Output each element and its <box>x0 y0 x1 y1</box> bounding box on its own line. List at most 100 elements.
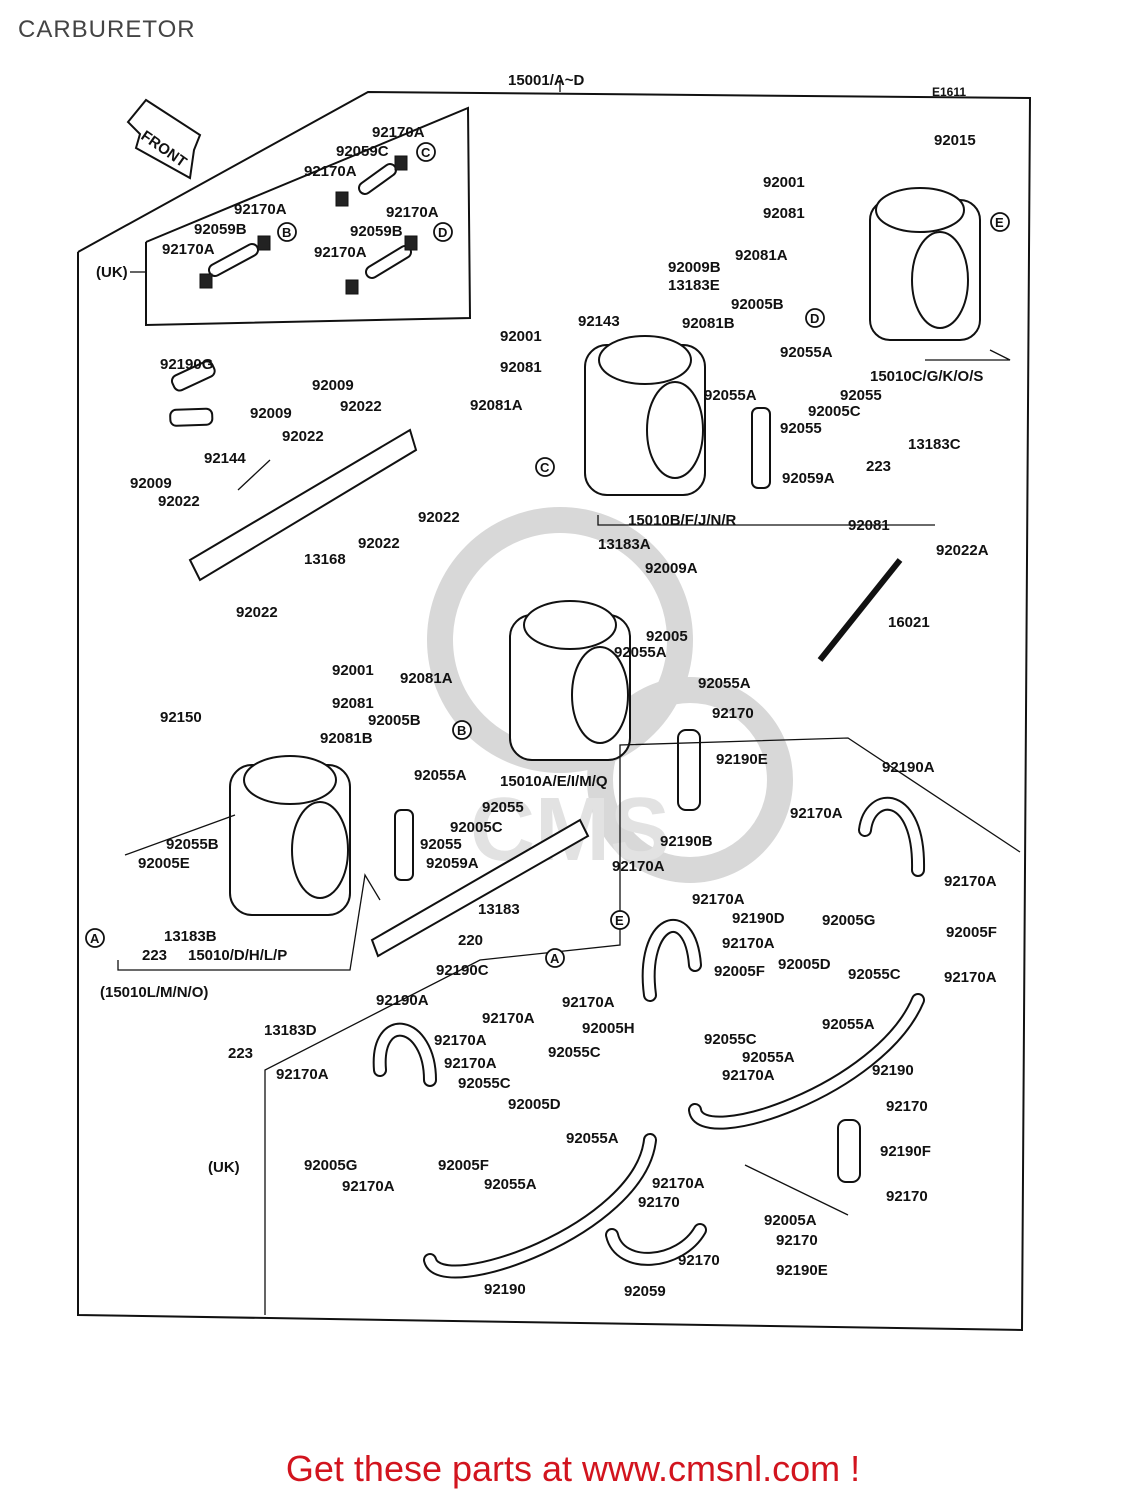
part-label: 92190G <box>160 356 213 373</box>
part-label: 92081 <box>332 695 374 712</box>
callout-c: C C <box>416 142 555 477</box>
mounting-bracket <box>169 407 418 582</box>
part-label: 92059A <box>782 470 835 487</box>
part-label: 92190A <box>376 992 429 1009</box>
part-label: 92005F <box>438 1157 489 1174</box>
part-label: 223 <box>142 947 167 964</box>
uk-hose-inset <box>130 106 472 327</box>
part-label: 92081B <box>682 315 735 332</box>
diagram-code: E1611 <box>932 85 966 99</box>
part-label: 92005E <box>138 855 190 872</box>
part-label: 92055A <box>414 767 467 784</box>
part-label: 15010A/E/I/M/Q <box>500 773 608 790</box>
part-label: 92170A <box>944 873 997 890</box>
part-label: 13183A <box>598 536 651 553</box>
carburetor-body-a <box>229 755 351 916</box>
front-arrow-icon <box>126 98 202 180</box>
callout-d: D D <box>433 222 825 328</box>
part-label: 92170 <box>776 1232 818 1249</box>
part-label: 92055 <box>420 836 462 853</box>
part-label: 92015 <box>934 132 976 149</box>
part-label: 92055A <box>822 1016 875 1033</box>
part-label: 92059B <box>350 223 403 240</box>
part-label: 15010C/G/K/O/S <box>870 368 983 385</box>
svg-text:B: B <box>457 723 466 738</box>
part-label: 92001 <box>763 174 805 191</box>
assembly-frame <box>77 80 1032 1332</box>
part-label: 92190B <box>660 833 713 850</box>
part-label: 92150 <box>160 709 202 726</box>
part-label: 92170 <box>886 1098 928 1115</box>
part-label: 92005B <box>368 712 421 729</box>
part-label: 92005F <box>946 924 997 941</box>
part-label: 92190 <box>872 1062 914 1079</box>
part-label: 92081 <box>848 517 890 534</box>
part-label: 15010B/F/J/N/R <box>628 512 737 529</box>
part-label: 92190D <box>732 910 785 927</box>
part-label: 92170 <box>678 1252 720 1269</box>
part-label: 92170A <box>444 1055 497 1072</box>
parts-link-footer[interactable]: Get these parts at www.cmsnl.com ! <box>285 1448 861 1489</box>
svg-text:C: C <box>421 145 431 160</box>
part-label: 92022 <box>340 398 382 415</box>
part-label: 92170A <box>314 244 367 261</box>
svg-text:D: D <box>438 225 447 240</box>
carburetor-body-b <box>509 600 631 761</box>
part-label: 92081 <box>763 205 805 222</box>
carburetor-exploded-diagram: CMS <box>77 72 1032 1332</box>
part-label: 92190C <box>436 962 489 979</box>
part-label: 13183 <box>478 901 520 918</box>
part-label: 92170A <box>722 935 775 952</box>
leader-lines <box>117 349 1021 1315</box>
part-label: 92022 <box>236 604 278 621</box>
part-label: 92170A <box>944 969 997 986</box>
part-label: 92022 <box>158 493 200 510</box>
part-label: 92005B <box>731 296 784 313</box>
part-label: 92170 <box>638 1194 680 1211</box>
part-label: 92022 <box>418 509 460 526</box>
part-label: 13183D <box>264 1022 317 1039</box>
part-label: 92009B <box>668 259 721 276</box>
part-label: 92170 <box>886 1188 928 1205</box>
part-label: 13168 <box>304 551 346 568</box>
part-label: 92170A <box>276 1066 329 1083</box>
part-label: 92170A <box>692 891 745 908</box>
part-label: 92055C <box>458 1075 511 1092</box>
callout-a: A A <box>85 928 565 968</box>
part-label: 220 <box>458 932 483 949</box>
part-label: 92009A <box>645 560 698 577</box>
callout-b: B B <box>277 222 472 740</box>
part-label: 92001 <box>332 662 374 679</box>
part-label: 92059C <box>336 143 389 160</box>
part-label: 92022 <box>358 535 400 552</box>
part-label: 92170A <box>234 201 287 218</box>
carburetor-body-d <box>869 187 981 341</box>
assembly-label: 15001/A~D <box>508 72 584 89</box>
part-label: 92055A <box>484 1176 537 1193</box>
part-label: 92081A <box>400 670 453 687</box>
linkage-plate <box>124 814 590 958</box>
svg-text:B: B <box>282 225 291 240</box>
part-label: 92143 <box>578 313 620 330</box>
svg-text:E: E <box>615 913 624 928</box>
svg-text:C: C <box>540 460 550 475</box>
part-label: 92005 <box>646 628 688 645</box>
part-label: 92081B <box>320 730 373 747</box>
uk-label-top: (UK) <box>96 264 128 281</box>
part-label: 92190E <box>776 1262 828 1279</box>
part-label: 92170A <box>386 204 439 221</box>
svg-text:A: A <box>550 951 560 966</box>
part-label: 92055B <box>166 836 219 853</box>
part-label: 92170A <box>372 124 425 141</box>
part-label: 92059A <box>426 855 479 872</box>
part-label: 92170A <box>612 858 665 875</box>
part-label: 92022A <box>936 542 989 559</box>
part-label: 92059B <box>194 221 247 238</box>
part-label: 13183E <box>668 277 720 294</box>
fuel-hoses <box>170 360 926 1279</box>
svg-text:E: E <box>995 215 1004 230</box>
uk-label-bottom: (UK) <box>208 1159 240 1176</box>
part-label: 92005G <box>304 1157 357 1174</box>
part-label: 92190E <box>716 751 768 768</box>
part-label: 92055A <box>566 1130 619 1147</box>
